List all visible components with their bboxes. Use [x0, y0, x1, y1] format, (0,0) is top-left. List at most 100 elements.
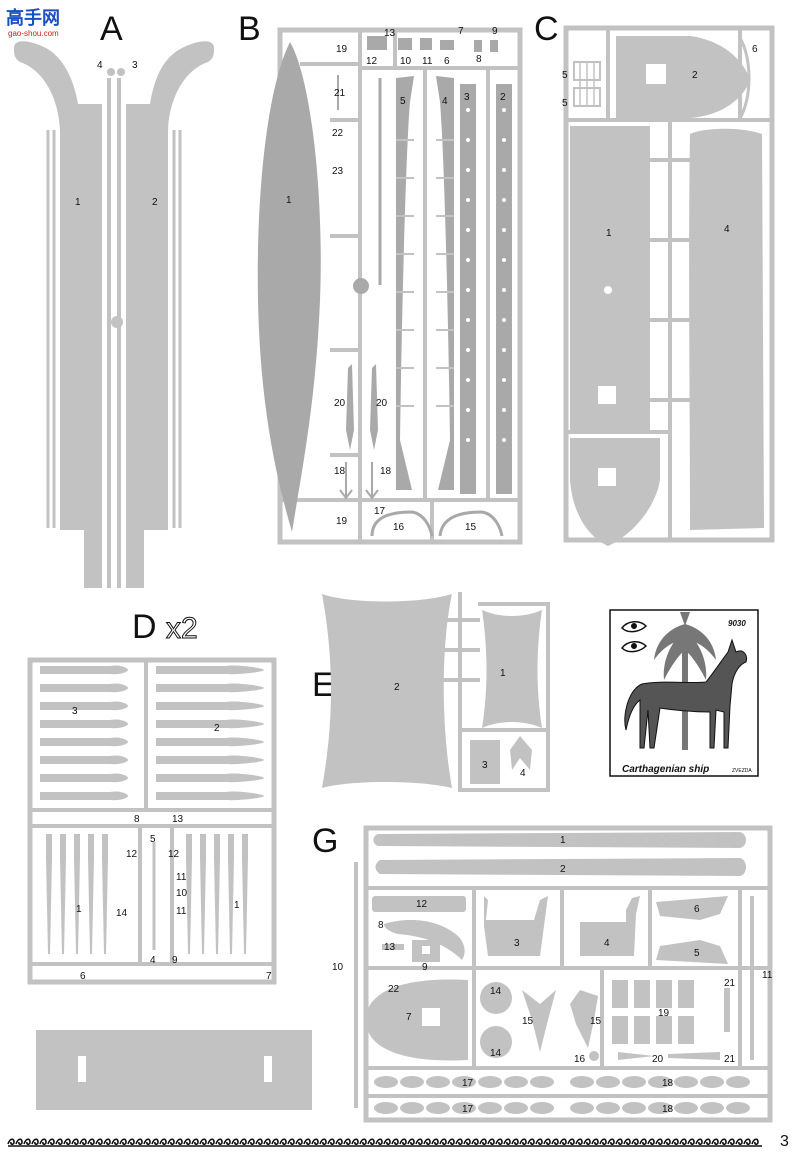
part-b10: [398, 38, 412, 50]
label-b6: 6: [444, 56, 450, 67]
label-g18: 18: [662, 1078, 674, 1089]
label-d8: 8: [134, 814, 140, 825]
part-e2: [322, 594, 452, 788]
label-b23: 23: [332, 166, 344, 177]
label-b21: 21: [334, 88, 346, 99]
label-g10: 10: [332, 962, 344, 973]
horse-icon: [624, 638, 747, 749]
wave-border-icon: [7, 1138, 762, 1147]
label-b19: 19: [336, 516, 348, 527]
watermark-main: 高手网: [6, 7, 60, 28]
part-b1: [257, 42, 321, 532]
part-g13: [382, 944, 404, 950]
sprue-d-frame: [27, 657, 277, 985]
label-g16: 16: [574, 1054, 586, 1065]
sprue-b: B: [238, 10, 523, 545]
label-d10: 10: [176, 888, 188, 899]
label-a1: 1: [75, 197, 81, 208]
label-a4: 4: [97, 60, 103, 71]
part-c5: [573, 61, 601, 107]
sprue-e-letter: E: [312, 666, 335, 704]
label-a2: 2: [152, 197, 158, 208]
sprue-e: E 2 1 3 4: [312, 592, 550, 792]
label-b19: 19: [336, 44, 348, 55]
label-d4: 4: [150, 955, 156, 966]
footer: 3: [7, 1133, 789, 1150]
label-g3: 3: [514, 938, 520, 949]
eye-icon: [621, 621, 648, 633]
label-g14: 14: [490, 986, 502, 997]
sprue-g: G: [312, 822, 773, 1123]
part-c3: [570, 438, 660, 546]
part-b6: [440, 40, 454, 50]
label-d11: 11: [176, 906, 187, 917]
label-g4: 4: [604, 938, 610, 949]
sprue-a: A 1 2 3 4: [14, 10, 214, 588]
label-g12: 12: [416, 899, 428, 910]
label-b5: 5: [400, 96, 406, 107]
part-d3: [40, 665, 128, 801]
label-e1: 1: [500, 668, 506, 679]
label-g15: 15: [522, 1016, 534, 1027]
label-b12: 12: [366, 56, 378, 67]
part-e3: [470, 740, 500, 784]
label-b22: 22: [332, 128, 344, 139]
page-number: 3: [780, 1133, 789, 1150]
part-b4: [436, 76, 454, 490]
label-c5: 5: [562, 70, 568, 81]
part-b16: [370, 510, 434, 537]
label-b7: 7: [458, 26, 464, 37]
label-e2: 2: [394, 682, 400, 693]
part-a4: [107, 68, 115, 76]
label-g21: 21: [724, 1054, 736, 1065]
label-b8: 8: [476, 54, 482, 65]
label-g6: 6: [694, 904, 700, 915]
label-b20: 20: [376, 398, 388, 409]
label-b15: 15: [465, 522, 477, 533]
part-g15: [570, 990, 598, 1048]
part-c6: [738, 37, 751, 119]
sprue-b-gate: [353, 278, 369, 294]
decal-sheet: 9030 Carthagenian ship ZVEZDA: [609, 609, 759, 777]
sprue-d-multiplier: x2: [166, 612, 198, 645]
part-a2: [126, 41, 214, 588]
label-d2: 2: [214, 723, 220, 734]
label-d13: 13: [172, 814, 184, 825]
sprue-a-runner: [107, 78, 111, 588]
label-g2: 2: [560, 864, 566, 875]
label-d1: 1: [76, 904, 82, 915]
part-g16: [589, 1051, 599, 1061]
label-g13: 13: [384, 942, 396, 953]
part-g3: [484, 896, 548, 956]
part-b15: [438, 510, 504, 537]
decal-maker: ZVEZDA: [732, 768, 752, 774]
part-g15: [522, 990, 556, 1052]
label-d14: 14: [116, 908, 128, 919]
label-g18: 18: [662, 1104, 674, 1115]
part-d2: [156, 665, 264, 801]
label-d9: 9: [172, 955, 178, 966]
label-d11: 11: [176, 872, 187, 883]
label-g20: 20: [652, 1054, 664, 1065]
label-c1: 1: [606, 228, 612, 239]
label-d12: 12: [168, 849, 180, 860]
label-g17: 17: [462, 1078, 474, 1089]
sprue-d: D x2: [27, 608, 312, 1110]
eye-icon: [621, 641, 648, 653]
sprue-a-letter: A: [100, 10, 123, 48]
part-b5: [396, 76, 414, 490]
part-g14: [480, 982, 512, 1014]
part-c1: [570, 126, 650, 430]
part-g5: [656, 940, 728, 964]
part-b9: [490, 40, 498, 52]
sprue-d-letter: D: [132, 608, 157, 646]
label-c2: 2: [692, 70, 698, 81]
part-g12: [372, 896, 466, 912]
part-c4: [689, 128, 764, 530]
label-d5: 5: [150, 834, 156, 845]
label-g9: 9: [422, 962, 428, 973]
sprue-c-letter: C: [534, 10, 559, 48]
part-e4: [510, 736, 532, 770]
part-g17: [374, 1076, 554, 1114]
label-b20: 20: [334, 398, 346, 409]
